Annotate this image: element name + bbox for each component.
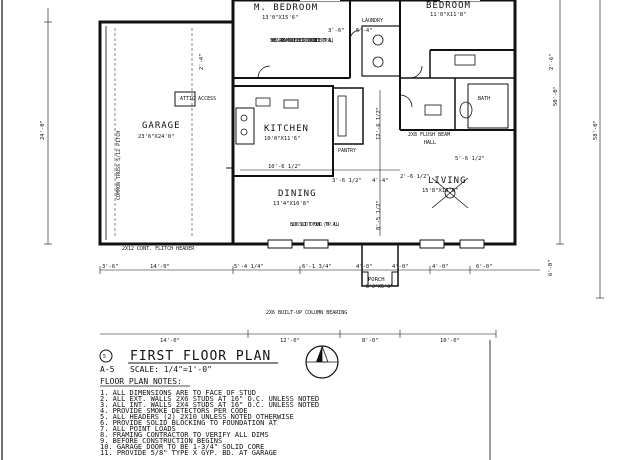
dim-lower-2: 8'-0" <box>362 338 379 344</box>
dim-right-outer: 58'-0" <box>593 120 599 140</box>
sheet-id: A-5 <box>100 365 115 374</box>
note-line: 7. ALL POINT LOADS <box>100 425 176 433</box>
note-line: 2. ALL EXT. WALLS 2X6 STUDS AT 16" O.C. … <box>100 395 319 403</box>
dim-right-inner: 50'-0" <box>553 86 559 106</box>
note-line: 5. ALL HEADERS (2) 2X10 UNLESS NOTED OTH… <box>100 413 294 421</box>
dim-v-1: 12'-6 1/2" <box>376 107 382 140</box>
dim-v-2: 8'-5 1/2" <box>376 200 382 230</box>
bedroom-name: BEDROOM <box>426 1 471 11</box>
dining-size: 13'4"X10'8" <box>273 201 309 207</box>
dim-top-2: 5'-4" <box>356 28 373 34</box>
note-line: 10. GARAGE DOOR TO BE 1-3/4" SOLID CORE <box>100 443 264 451</box>
dim-bottom-1: 14'-0" <box>150 264 170 270</box>
block-solid-note: BLOCK SOLID TO FOUND. (TYP. ALL) <box>290 222 340 228</box>
laundry-name: LAUNDRY <box>362 18 383 24</box>
dim-lower-0: 14'-0" <box>160 338 180 344</box>
note-line: 11. PROVIDE 5/8" TYPE X GYP. BD. AT GARA… <box>100 449 277 457</box>
dim-bottom-2: 5'-4 1/4" <box>234 264 264 270</box>
column-note: 2X6 BUILT-UP COLUMN BEARING <box>266 310 347 316</box>
note-line: 4. PROVIDE SMOKE DETECTORS PER CODE <box>100 407 248 415</box>
dim-left: 24'-0" <box>40 120 46 140</box>
note-line: 1. ALL DIMENSIONS ARE TO FACE OF STUD <box>100 389 256 397</box>
pantry-name: PANTRY <box>338 148 356 154</box>
master-bedroom-size: 13'0"X15'6" <box>262 15 298 21</box>
dim-lower-3: 10'-0" <box>440 338 460 344</box>
floor-plan-notes: 1. ALL DIMENSIONS ARE TO FACE OF STUD 2.… <box>100 389 319 457</box>
dimension-labels: 24'-0" 50'-0" 58'-0" 6'-0" 2'-4" 5'-4" 2… <box>40 28 599 344</box>
dim-bottom-6: 4'-0" <box>432 264 449 270</box>
garage-area: GARAGE 23'6"X24'0" COMMON TRUSS 5/12 PIT… <box>98 20 235 252</box>
flush-beam-note: 2X8 FLUSH BEAM <box>408 132 450 138</box>
dining-name: DINING <box>278 189 317 199</box>
notes-heading: FLOOR PLAN NOTES: <box>100 377 182 386</box>
sheet-number: 5 <box>103 354 106 360</box>
dim-mid-3: 3'-6 1/2" <box>332 178 362 184</box>
dimension-lines <box>44 0 604 338</box>
dim-mid-5: 2'-6 1/2" <box>400 174 430 180</box>
dim-lower-1: 12'-0" <box>280 338 300 344</box>
living-name: LIVING <box>428 176 467 186</box>
dim-bottom-4: 4'-0" <box>356 264 373 270</box>
dim-bottom-0: 3'-6" <box>102 264 119 270</box>
plan-scale: SCALE: 1/4"=1'-0" <box>130 365 212 374</box>
north-arrow-icon <box>305 345 339 379</box>
porch-name: PORCH <box>368 277 385 283</box>
truss-note: COMMON TRUSS 5/12 PITCH <box>116 131 122 200</box>
room-labels: M. BEDROOM 13'0"X15'6" BEDROOM 11'0"X11'… <box>254 1 490 316</box>
title-block: 5 FIRST FLOOR PLAN A-5 SCALE: 1/4"=1'-0"… <box>99 340 491 460</box>
hall-name: HALL <box>424 140 436 146</box>
dim-mid-4: 4'-4" <box>372 178 389 184</box>
dim-bottom-7: 6'-0" <box>476 264 493 270</box>
smoke-note: SMOKE & CARBON MONOXIDE DETECTOR INTERCO… <box>270 38 334 44</box>
house-walls <box>231 0 517 287</box>
note-line: 3. ALL INT. WALLS 2X4 STUDS AT 16" O.C. … <box>100 401 319 409</box>
dim-top-1: 2'-4" <box>199 53 205 70</box>
dim-top-3: 2'-6" <box>549 53 555 70</box>
dim-bottom-3: 6'-1 3/4" <box>302 264 332 270</box>
garage-name: GARAGE <box>142 121 181 131</box>
dim-bottom-5: 4'-0" <box>392 264 409 270</box>
dim-mid-2: 10'-6 1/2" <box>268 164 301 170</box>
bedroom-size: 11'0"X11'8" <box>430 12 466 18</box>
header-note: 2X12 CONT. FLITCH HEADER <box>122 246 195 252</box>
dim-mid-1: 3'-6" <box>328 28 345 34</box>
living-size: 15'8"X16'6" <box>422 188 458 194</box>
dim-right-bottom: 6'-0" <box>548 259 554 276</box>
master-bedroom-name: M. BEDROOM <box>254 3 318 13</box>
kitchen-name: KITCHEN <box>264 124 309 134</box>
plan-title: FIRST FLOOR PLAN <box>130 349 271 364</box>
note-line: 8. FRAMING CONTRACTOR TO VERIFY ALL DIMS <box>100 431 269 439</box>
note-line: 9. BEFORE CONSTRUCTION BEGINS <box>100 437 222 445</box>
dim-mid-6: 5'-6 1/2" <box>455 156 485 162</box>
garage-size: 23'6"X24'0" <box>138 134 174 140</box>
porch-size: 8'0"X5'0" <box>366 284 393 290</box>
attic-access-note: ATTIC ACCESS <box>180 96 216 102</box>
bath-name: BATH <box>478 96 490 102</box>
note-line: 6. PROVIDE SOLID BLOCKING TO FOUNDATION … <box>100 419 278 427</box>
kitchen-size: 10'0"X11'6" <box>264 136 300 142</box>
